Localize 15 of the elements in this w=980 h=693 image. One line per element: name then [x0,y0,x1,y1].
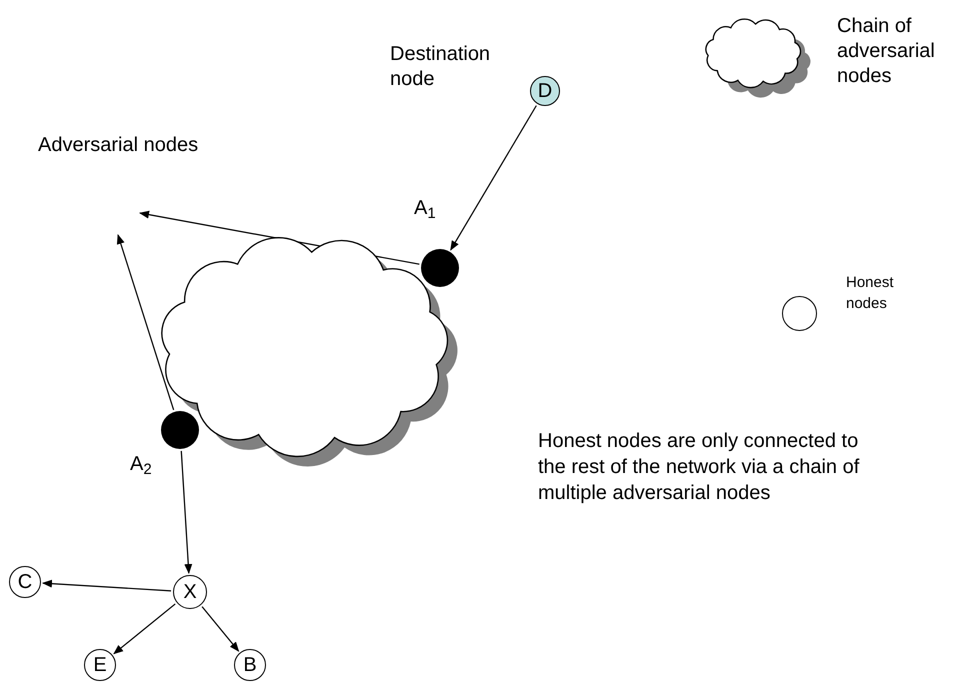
node-label: Destination node [390,42,492,92]
adversarial-node [421,249,459,287]
arrow [113,604,176,654]
arrow [116,234,174,410]
legend-text: Chain of adversarial nodes [837,14,936,89]
arrow [42,580,172,592]
note-text: Adversarial nodes [38,133,200,158]
adversarial-node [161,411,199,449]
arrow [450,105,537,251]
arrow [180,450,192,574]
legend-text: Honest nodes [846,273,895,314]
note-text: Honest nodes are only connected to the rest of the network via a chain of multiple adversarial nodes [538,429,860,506]
arrow [202,606,240,652]
node-label: A$_{1}$ [414,196,437,221]
node-label: A$_{2}$ [130,452,153,477]
